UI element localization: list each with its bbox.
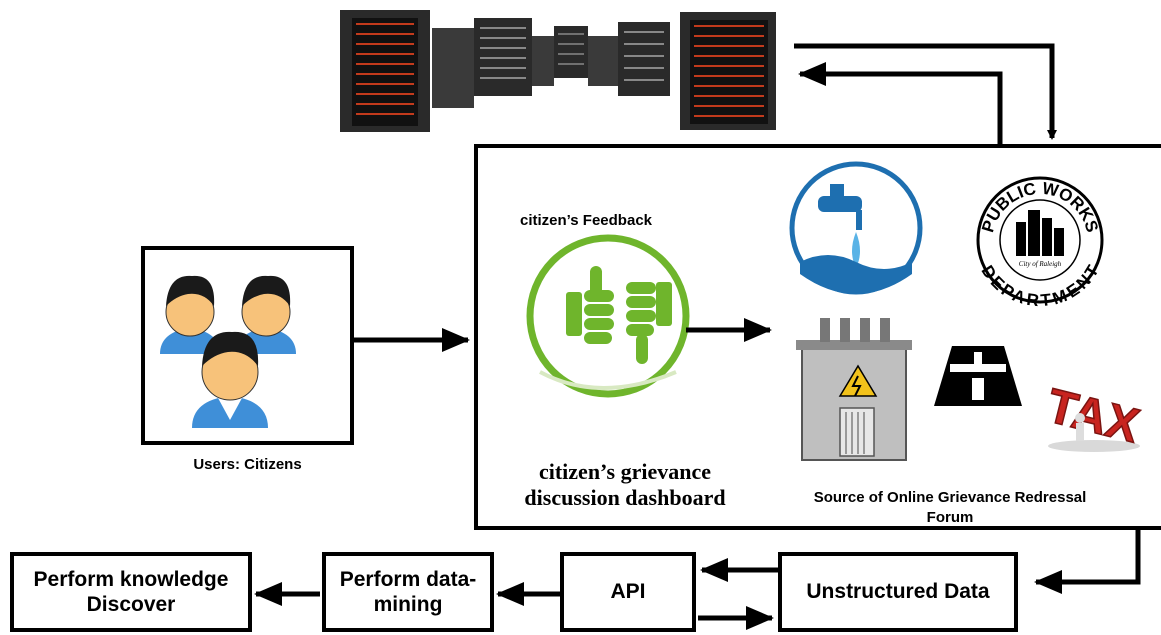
knowledge-label-line1: Perform knowledge <box>33 568 229 591</box>
server-rack-center <box>554 26 588 78</box>
water-tap-icon <box>789 161 923 295</box>
svg-text:PUBLIC WORKS: PUBLIC WORKS <box>978 179 1102 235</box>
knowledge-box: Perform knowledge Discover <box>10 552 252 632</box>
source-caption-line2: Forum <box>926 509 974 526</box>
road-icon <box>934 346 1022 406</box>
server-rack-mid2 <box>618 22 670 96</box>
public-works-city-text: City of Raleigh <box>1019 260 1062 268</box>
public-works-logo <box>976 176 1104 304</box>
public-works-top-text: PUBLIC WORKS <box>978 179 1102 235</box>
power-station-icon <box>796 318 912 461</box>
tax-burden-icon: TAX <box>1041 379 1145 454</box>
mining-label: Perform data- mining <box>326 556 490 628</box>
portal-to-unstructured-arrow <box>1034 528 1141 594</box>
public-works-bottom-text: DEPARTMENT <box>978 261 1103 310</box>
svg-text:DEPARTMENT: DEPARTMENT <box>978 261 1103 310</box>
knowledge-label: Perform knowledge Discover <box>14 556 248 628</box>
users-caption: Users: Citizens <box>193 456 302 473</box>
knowledge-label-line2: Discover <box>86 593 176 616</box>
feedback-caption: citizen’s Feedback <box>520 212 652 229</box>
portal-frame <box>474 144 1161 530</box>
api-label: API <box>610 580 646 603</box>
server-rack-icon <box>340 10 776 132</box>
tax-label: TAX <box>1042 379 1145 453</box>
thumbs-feedback-icon <box>526 234 690 398</box>
unstructured-label: Unstructured Data <box>806 580 990 603</box>
dashboard-title-line2: discussion dashboard <box>524 485 726 510</box>
dashboard-title-line1: citizen’s grievance <box>538 459 712 484</box>
server-to-portal-arrow <box>794 43 1057 140</box>
api-box: API <box>560 552 696 632</box>
server-rack-left <box>340 10 430 132</box>
portal-to-server-arrow <box>798 62 1003 146</box>
server-rack-mid1 <box>474 18 532 96</box>
public-works-text-ring: PUBLIC WORKS DEPARTMENT City of Raleigh <box>978 179 1103 310</box>
unstructured-box: Unstructured Data <box>778 552 1018 632</box>
dashboard-title: citizen’s grievance discussion dashboard <box>500 459 750 511</box>
mining-label-line1: Perform data- <box>339 568 477 591</box>
mining-box: Perform data- mining <box>322 552 494 632</box>
server-rack-right <box>680 12 776 130</box>
source-caption-line1: Source of Online Grievance Redressal <box>813 489 1087 506</box>
users-group-icon <box>160 275 296 428</box>
mining-label-line2: mining <box>373 593 443 616</box>
source-caption: Source of Online Grievance Redressal For… <box>790 488 1110 528</box>
